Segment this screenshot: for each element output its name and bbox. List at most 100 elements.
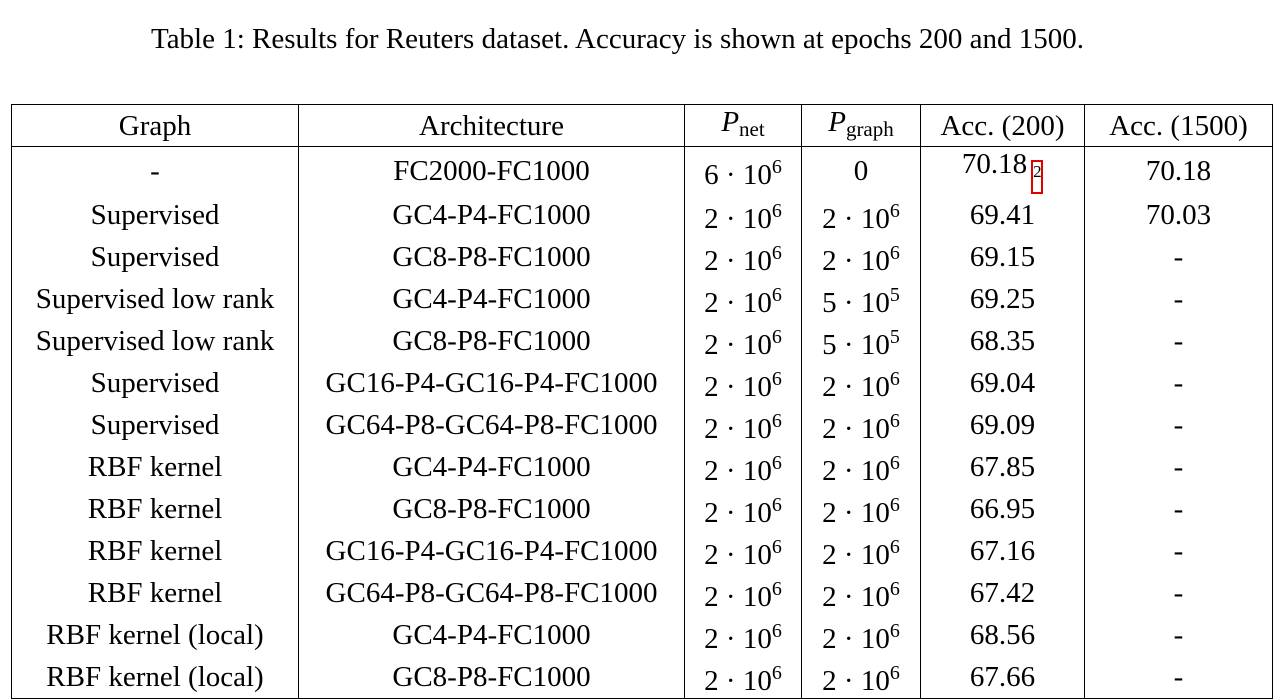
cell-p-graph-base: 2 · 10 <box>822 497 890 529</box>
acc-200-value: 68.35 <box>969 325 1036 357</box>
cell-p-net-base: 2 · 10 <box>704 581 772 613</box>
cell-p-net-exponent: 6 <box>771 536 782 558</box>
cell-p-graph-exponent: 6 <box>889 242 900 264</box>
cell-p-graph-exponent: 6 <box>889 662 900 684</box>
cell-p-net-exponent: 6 <box>771 662 782 684</box>
cell-p-graph: 2 · 106 <box>801 656 921 699</box>
cell-p-graph-exponent: 5 <box>889 284 900 306</box>
cell-architecture: GC16-P4-GC16-P4-FC1000 <box>298 530 685 572</box>
cell-p-graph: 5 · 105 <box>801 278 921 320</box>
cell-acc-1500: - <box>1084 404 1273 446</box>
cell-acc-200: 67.66 <box>920 656 1085 699</box>
cell-p-net: 2 · 106 <box>684 446 802 488</box>
header-p-net: Pnet <box>684 104 802 147</box>
cell-p-net-exponent: 6 <box>771 326 782 348</box>
cell-graph: Supervised <box>11 236 299 278</box>
acc-200-value: 70.18 <box>961 148 1028 180</box>
cell-acc-200: 69.04 <box>920 362 1085 404</box>
cell-architecture: GC4-P4-FC1000 <box>298 278 685 320</box>
acc-200-value: 69.41 <box>969 199 1036 231</box>
cell-p-net-base: 2 · 10 <box>704 455 772 487</box>
cell-acc-200: 69.09 <box>920 404 1085 446</box>
cell-architecture: GC8-P8-FC1000 <box>298 656 685 699</box>
cell-p-net-exponent: 6 <box>771 284 782 306</box>
acc-200-value: 67.85 <box>969 451 1036 483</box>
cell-p-graph-base: 5 · 10 <box>822 329 890 361</box>
cell-architecture: GC4-P4-FC1000 <box>298 614 685 656</box>
cell-acc-200: 67.16 <box>920 530 1085 572</box>
cell-p-net: 2 · 106 <box>684 362 802 404</box>
cell-p-graph-base: 2 · 10 <box>822 539 890 571</box>
cell-architecture: FC2000-FC1000 <box>298 146 685 194</box>
cell-p-net: 2 · 106 <box>684 404 802 446</box>
cell-acc-200: 69.25 <box>920 278 1085 320</box>
cell-architecture: GC8-P8-FC1000 <box>298 236 685 278</box>
cell-p-net: 2 · 106 <box>684 656 802 699</box>
cell-p-net: 2 · 106 <box>684 614 802 656</box>
cell-p-graph-exponent: 6 <box>889 200 900 222</box>
table-caption: Table 1: Results for Reuters dataset. Ac… <box>151 23 1084 55</box>
cell-p-graph: 2 · 106 <box>801 614 921 656</box>
cell-graph: Supervised low rank <box>11 320 299 362</box>
cell-p-net: 2 · 106 <box>684 194 802 236</box>
cell-acc-1500: - <box>1084 614 1273 656</box>
cell-p-graph-base: 2 · 10 <box>822 665 890 697</box>
acc-200-value: 66.95 <box>969 493 1036 525</box>
cell-p-net-base: 2 · 10 <box>704 497 772 529</box>
cell-p-net-base: 2 · 10 <box>704 623 772 655</box>
cell-acc-200: 70.18 2 <box>920 146 1085 194</box>
acc-200-value: 67.16 <box>969 535 1036 567</box>
cell-p-net: 2 · 106 <box>684 320 802 362</box>
header-architecture: Architecture <box>298 104 685 147</box>
acc-200-value: 67.66 <box>969 661 1036 693</box>
cell-p-net-base: 2 · 10 <box>704 413 772 445</box>
cell-p-net-exponent: 6 <box>771 410 782 432</box>
cell-p-graph: 2 · 106 <box>801 446 921 488</box>
cell-p-net-base: 2 · 10 <box>704 665 772 697</box>
acc-200-value: 69.25 <box>969 283 1036 315</box>
cell-p-net-exponent: 6 <box>771 494 782 516</box>
cell-p-net-base: 2 · 10 <box>704 203 772 235</box>
footnote-mark: 2 <box>1033 162 1042 181</box>
cell-p-net: 2 · 106 <box>684 488 802 530</box>
cell-acc-1500: - <box>1084 320 1273 362</box>
p-graph-subscript: graph <box>845 117 894 141</box>
cell-p-graph-base: 2 · 10 <box>822 455 890 487</box>
cell-p-graph: 2 · 106 <box>801 530 921 572</box>
cell-p-net-base: 2 · 10 <box>704 539 772 571</box>
cell-architecture: GC16-P4-GC16-P4-FC1000 <box>298 362 685 404</box>
cell-p-net: 2 · 106 <box>684 572 802 614</box>
cell-p-graph-base: 2 · 10 <box>822 623 890 655</box>
cell-acc-1500: - <box>1084 530 1273 572</box>
cell-acc-200: 67.42 <box>920 572 1085 614</box>
cell-p-graph-base: 2 · 10 <box>822 581 890 613</box>
cell-p-net-exponent: 6 <box>771 452 782 474</box>
cell-architecture: GC8-P8-FC1000 <box>298 320 685 362</box>
header-graph: Graph <box>11 104 299 147</box>
cell-p-graph-exponent: 6 <box>889 578 900 600</box>
cell-acc-200: 66.95 <box>920 488 1085 530</box>
cell-p-graph-base: 2 · 10 <box>822 413 890 445</box>
footnote-link[interactable]: 2 <box>1031 160 1044 194</box>
cell-p-graph-exponent: 6 <box>889 536 900 558</box>
cell-p-graph-base: 2 · 10 <box>822 203 890 235</box>
cell-p-net: 2 · 106 <box>684 530 802 572</box>
cell-acc-1500: 70.18 <box>1084 146 1273 194</box>
cell-graph: - <box>11 146 299 194</box>
cell-p-graph-base: 2 · 10 <box>822 371 890 403</box>
cell-graph: RBF kernel (local) <box>11 614 299 656</box>
cell-acc-1500: - <box>1084 236 1273 278</box>
acc-200-value: 69.09 <box>969 409 1036 441</box>
cell-p-net-exponent: 6 <box>771 578 782 600</box>
cell-acc-1500: 70.03 <box>1084 194 1273 236</box>
